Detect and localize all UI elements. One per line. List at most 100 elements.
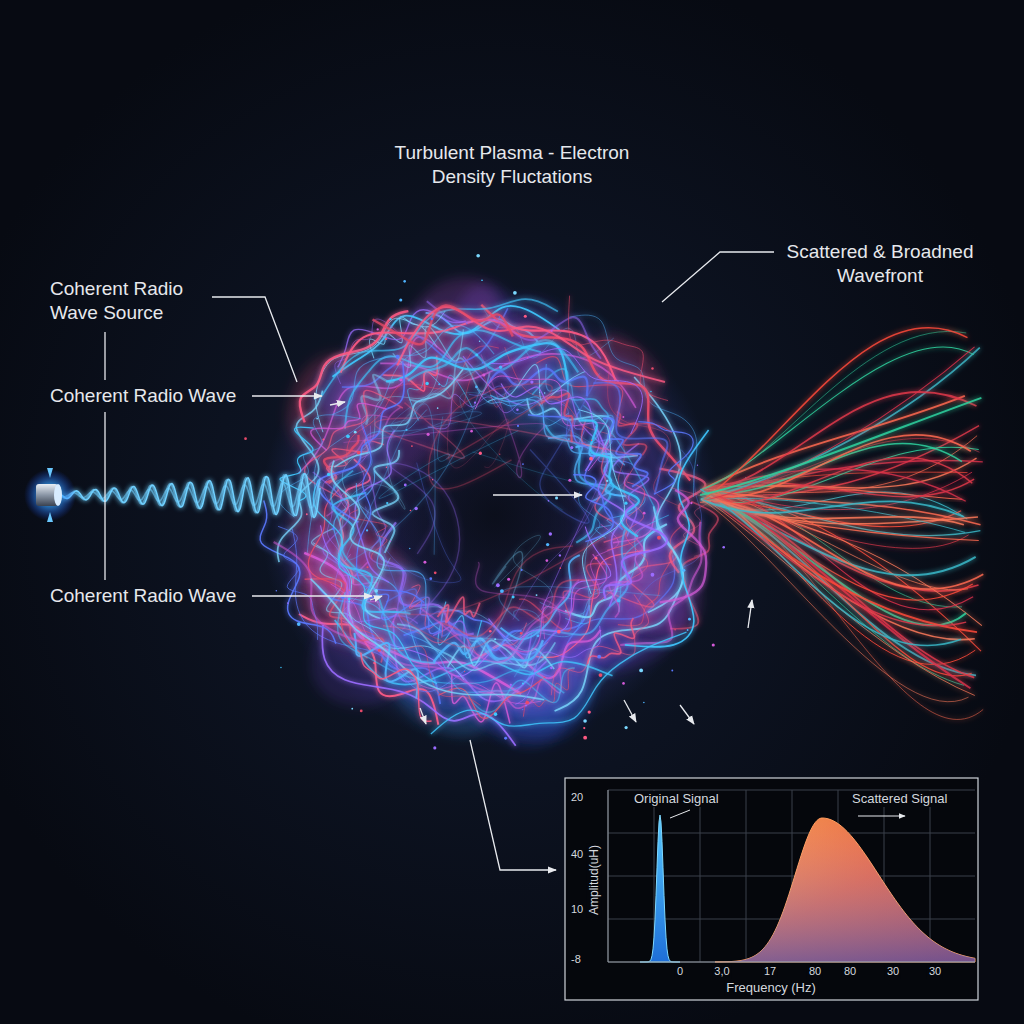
plasma-particle: [522, 683, 524, 685]
plasma-particle: [499, 316, 501, 318]
plasma-particle: [722, 546, 725, 549]
plasma-particle: [494, 638, 496, 640]
flow-arrow: [748, 600, 752, 628]
plasma-cloud: [244, 254, 746, 750]
axis-tick: 20: [569, 791, 585, 805]
scattered-ray: [702, 392, 977, 493]
source-tick: [47, 468, 53, 478]
bracket-line: [104, 412, 105, 580]
scattered-ray: [711, 501, 966, 626]
plasma-particle: [482, 373, 485, 376]
plasma-particle: [482, 362, 484, 364]
plasma-filament: [373, 305, 513, 344]
plasma-particle: [559, 554, 561, 556]
plasma-particle: [434, 571, 437, 574]
plasma-particle: [525, 705, 527, 707]
plasma-particle: [568, 479, 571, 482]
plasma-particle: [555, 497, 558, 500]
plasma-particle: [475, 386, 478, 389]
plasma-filament: [334, 410, 427, 505]
signal-pointer: [858, 816, 905, 817]
plasma-particle: [617, 599, 621, 603]
flow-arrow: [420, 708, 426, 724]
plasma-particle: [464, 671, 465, 672]
plasma-particle: [377, 328, 379, 330]
plasma-particle: [544, 392, 546, 394]
plasma-particle: [568, 438, 570, 440]
plasma-particle: [651, 367, 653, 369]
plasma-particle: [548, 500, 550, 502]
plasma-filament: [501, 384, 599, 471]
axis-tick: 30: [885, 965, 901, 979]
plasma-particle: [643, 512, 646, 515]
plasma-particle: [712, 643, 715, 646]
radio-wave: [62, 474, 320, 518]
plasma-filament: [379, 417, 518, 499]
axis-tick: -8: [569, 953, 583, 967]
plasma-particle: [524, 315, 527, 318]
plasma-filament: [488, 369, 587, 396]
plasma-filament: [313, 479, 437, 683]
scattered-ray: [705, 491, 973, 610]
plasma-filament: [347, 391, 480, 561]
radio-source: [24, 468, 76, 522]
plasma-particle: [406, 429, 408, 431]
plasma-filament: [499, 586, 660, 677]
plasma-particle: [671, 670, 673, 672]
axis-tick: 80: [842, 965, 858, 979]
series-label: Scattered Signal: [850, 791, 949, 807]
plasma-filament: [609, 524, 651, 617]
plasma-particle: [340, 546, 344, 550]
plasma-particle: [536, 594, 538, 596]
axis-tick: 80: [807, 965, 823, 979]
scattered-ray: [703, 396, 965, 489]
scattered-ray: [710, 503, 974, 696]
plasma-particle: [595, 557, 598, 560]
plasma-particle: [432, 479, 433, 480]
plasma-particle: [546, 543, 549, 546]
plasma-particle: [390, 540, 391, 541]
plasma-particle: [395, 355, 399, 359]
wave-label: Coherent Radio Wave: [50, 584, 270, 608]
plasma-particle: [690, 502, 692, 504]
plasma-particle: [430, 318, 433, 321]
plasma-particle: [357, 451, 361, 455]
plasma-filament: [604, 505, 667, 600]
axis-tick: 3,0: [712, 965, 731, 979]
signal-pointer: [670, 810, 690, 818]
plasma-particle: [517, 425, 519, 427]
plasma-particle: [583, 719, 587, 723]
plasma-particle: [650, 391, 651, 392]
plasma-particle: [507, 578, 510, 581]
plasma-filament: [476, 562, 560, 664]
flow-arrow: [624, 700, 636, 722]
axis-tick: 40: [569, 848, 585, 862]
plasma-particle: [385, 338, 387, 340]
plasma-filament: [638, 422, 693, 494]
series-label: Original Signal: [632, 791, 721, 807]
plasma-filament: [578, 410, 624, 594]
plasma-filament: [408, 340, 578, 381]
plasma-particle: [437, 407, 439, 409]
x-axis: [608, 962, 975, 963]
plasma-particle: [522, 709, 523, 710]
source-glow: [24, 469, 76, 521]
plasma-particle: [639, 669, 643, 673]
plasma-particle: [474, 402, 476, 404]
plasma-particle: [504, 737, 507, 740]
plasma-particle: [479, 341, 481, 343]
scattered-ray: [702, 327, 967, 500]
scattered-ray: [701, 499, 964, 516]
plasma-filament: [569, 296, 669, 401]
plasma-particle: [346, 434, 350, 438]
plasma-filament: [508, 554, 607, 652]
plasma-particle: [583, 727, 585, 729]
plasma-particle: [674, 629, 675, 630]
plasma-particle: [643, 702, 645, 704]
plasma-particle: [682, 569, 685, 572]
plasma-particle: [516, 409, 518, 411]
axis-tick: 10: [569, 903, 585, 917]
plasma-filament: [460, 392, 625, 510]
plasma-particle: [348, 598, 351, 601]
plasma-haze: [260, 285, 720, 745]
